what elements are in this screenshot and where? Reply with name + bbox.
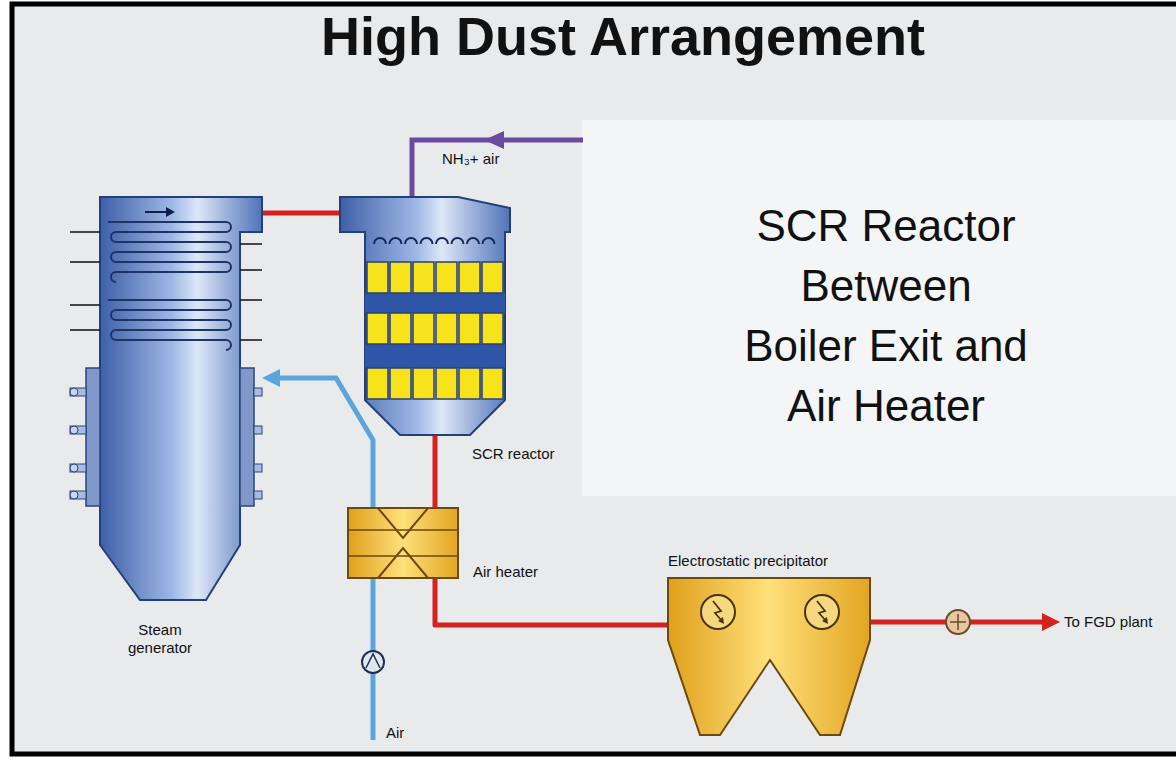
connector-line — [262, 211, 340, 216]
connector-line — [276, 378, 373, 508]
flow-connector — [262, 369, 373, 508]
flow-connector — [262, 213, 340, 214]
electrostatic-precipitator-shape — [664, 550, 876, 740]
text-panel — [582, 120, 1176, 496]
air-label: Air — [386, 724, 426, 742]
scr-reactor: SCR reactor — [338, 193, 570, 473]
ammonia-feed-line — [412, 131, 583, 197]
electrostatic-precipitator: Electrostatic precipitator — [664, 550, 876, 740]
diagram-title: High Dust Arrangement — [48, 4, 1176, 68]
node-label: SCR reactor — [472, 445, 568, 463]
scr-reactor-shape — [338, 193, 568, 473]
flow-connector — [435, 578, 668, 625]
node-label: Air heater — [473, 563, 545, 581]
node-label: Steam generator — [120, 621, 200, 657]
frame — [12, 4, 1176, 754]
flow-connector — [435, 435, 436, 508]
steam-generator-shape — [62, 193, 262, 663]
connector-line — [433, 435, 438, 508]
panel-heading: SCR Reactor Between Boiler Exit and Air … — [741, 196, 1031, 436]
air-heater: Air heater — [346, 505, 547, 585]
outlet-label: To FGD plant — [1064, 613, 1172, 631]
flue-gas-outlet-line — [870, 610, 1060, 634]
steam-generator: Steam generator — [62, 193, 262, 663]
air-inlet-line — [362, 578, 384, 740]
node-label: Electrostatic precipitator — [668, 552, 874, 570]
reagent-label: NH₃+ air — [442, 150, 532, 168]
arrow-head — [262, 369, 280, 387]
connector-line — [435, 578, 668, 625]
